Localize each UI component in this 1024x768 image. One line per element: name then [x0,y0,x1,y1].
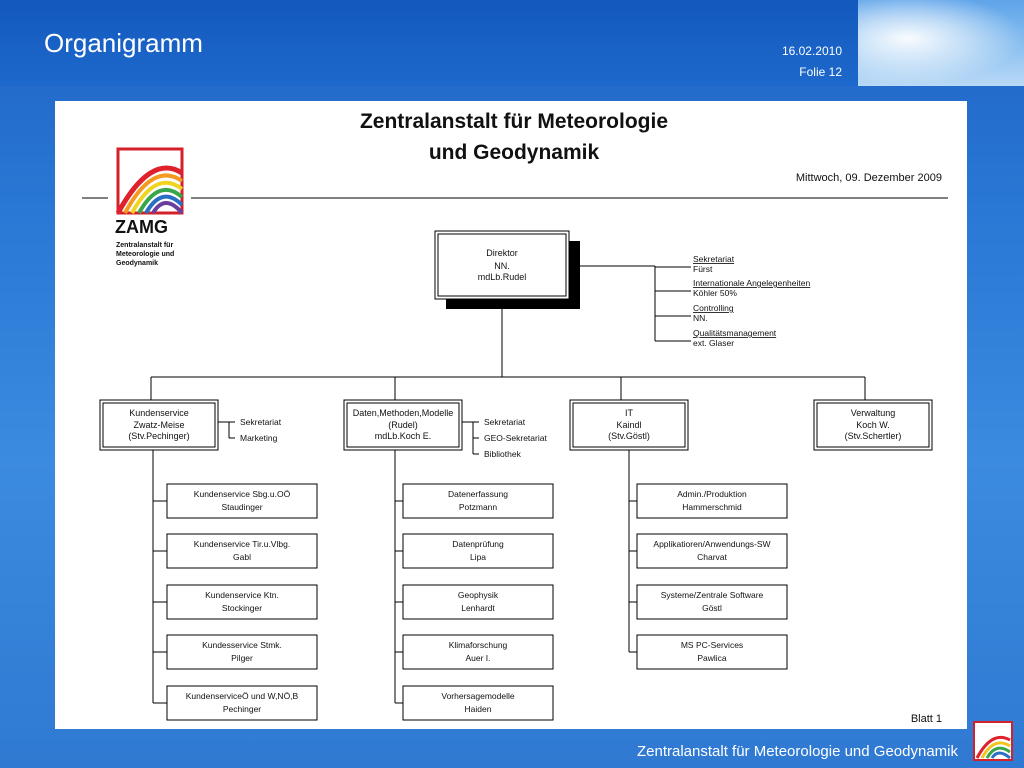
director-box [434,230,570,300]
unit-name: Klimaforschung [449,640,508,650]
director-box-inner [437,233,567,297]
department-title: Kundenservice [129,408,189,418]
slide-title: Organigramm [44,28,203,58]
director-line-3: mdLb.Rudel [478,272,527,282]
staff-person: Köhler 50% [693,288,737,298]
staff-label: Internationale Angelegenheiten [693,278,810,288]
zamg-logo: ZAMG Zentralanstalt für Meteorologie und… [115,147,184,267]
unit-name: Kundesservice Stmk. [202,640,282,650]
department-line-2: Koch W. [856,420,890,430]
unit-name: Datenerfassung [448,489,508,499]
director-line-2: NN. [494,261,510,271]
department-box-inner [572,402,686,448]
department-title: Daten,Methoden,Modelle [353,408,454,418]
department-line-3: mdLb.Koch E. [375,431,432,441]
unit-person: Gabl [233,552,251,562]
department-title: Verwaltung [851,408,896,418]
department-box [99,399,219,451]
slide-date: 16.02.2010 [781,44,842,58]
unit-person: Pilger [231,653,253,663]
staff-label: Sekretariat [693,254,735,264]
unit-person: Auer I. [465,653,490,663]
director-title: Direktor [486,248,518,258]
staff-label: Controlling [693,303,734,313]
unit-person: Pawlica [697,653,727,663]
doc-date: Mittwoch, 09. Dezember 2009 [796,172,942,184]
unit-person: Lenhardt [461,603,495,613]
logo-line-2: Meteorologie und [116,251,174,258]
slide-header [0,0,1024,86]
department-line-3: (Stv.Göstl) [608,431,650,441]
department-box-inner [102,402,216,448]
logo-line-1: Zentralanstalt für [116,242,173,249]
unit-name: KundenserviceÖ und W,NÖ,B [186,691,299,701]
unit-box [402,483,554,519]
department-line-2: Zwatz-Meise [133,420,184,430]
doc-heading-1: Zentralanstalt für Meteorologie [360,110,668,133]
staff-label: Qualitätsmanagement [693,328,777,338]
unit-name: Vorhersagemodelle [441,691,515,701]
department-line-2: (Rudel) [388,420,418,430]
department-line-2: Kaindl [616,420,641,430]
unit-person: Potzmann [459,502,498,512]
org-chart-nodes: DirektorNN.mdLb.RudelSekretariatFürstInt… [99,230,933,721]
unit-person: Stockinger [222,603,262,613]
side-unit-label: Sekretariat [484,417,526,427]
unit-name: Kundenservice Sbg.u.OÖ [194,489,291,499]
department-line-3: (Stv.Schertler) [845,431,902,441]
unit-box [166,483,318,519]
sky-image [858,0,1024,86]
unit-box [166,584,318,620]
side-unit-label: Sekretariat [240,417,282,427]
unit-name: Admin./Produktion [677,489,747,499]
unit-box [636,634,788,670]
logo-word: ZAMG [115,217,168,237]
unit-box [636,584,788,620]
unit-box [166,533,318,569]
slide-number: Folie 12 [799,65,842,79]
department-box-inner [816,402,930,448]
unit-name: Datenprüfung [452,539,504,549]
unit-person: Hammerschmid [682,502,742,512]
unit-box [166,685,318,721]
footer-org-name: Zentralanstalt für Meteorologie und Geod… [636,743,958,760]
blatt-label: Blatt 1 [911,713,942,725]
department-box [569,399,689,451]
unit-name: Systeme/Zentrale Software [661,590,764,600]
unit-box [636,483,788,519]
unit-box [402,634,554,670]
side-unit-label: GEO-Sekretariat [484,433,547,443]
unit-box [402,685,554,721]
logo-line-3: Geodynamik [116,260,158,267]
department-line-3: (Stv.Pechinger) [128,431,189,441]
department-box [343,399,463,451]
staff-person: ext. Glaser [693,338,734,348]
unit-box [636,533,788,569]
org-chart: Zentralanstalt für Meteorologie und Geod… [82,110,948,725]
staff-person: NN. [693,313,708,323]
side-unit-label: Bibliothek [484,449,522,459]
side-unit-label: Marketing [240,433,278,443]
unit-name: MS PC-Services [681,640,743,650]
doc-heading-2: und Geodynamik [429,141,600,164]
unit-person: Charvat [697,552,727,562]
unit-box [166,634,318,670]
unit-box [402,584,554,620]
department-box [813,399,933,451]
unit-name: Kundenservice Ktn. [205,590,279,600]
unit-person: Lipa [470,552,486,562]
org-chart-panel: Zentralanstalt für Meteorologie und Geod… [55,101,967,729]
unit-name: Kundenservice Tir.u.Vlbg. [194,539,290,549]
unit-person: Pechinger [223,704,261,714]
unit-person: Staudinger [221,502,262,512]
department-title: IT [625,408,634,418]
footer-logo [972,720,1014,762]
staff-person: Fürst [693,264,713,274]
unit-person: Göstl [702,603,722,613]
unit-person: Haiden [465,704,492,714]
unit-name: Applikatioren/Anwendungs-SW [653,539,770,549]
unit-name: Geophysik [458,590,499,600]
department-box-inner [346,402,460,448]
unit-box [402,533,554,569]
